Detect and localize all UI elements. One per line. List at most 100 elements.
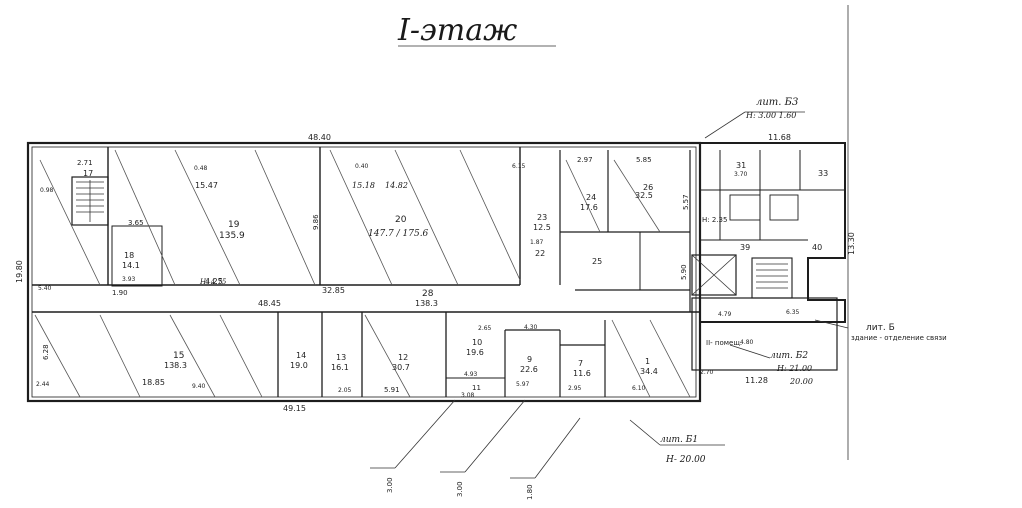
label-26: 6.35 xyxy=(786,309,800,316)
room-12-area: 30.7 xyxy=(392,363,410,372)
label-34: 3.70 xyxy=(734,171,748,178)
room-9-number: 9 xyxy=(527,355,532,364)
dim-right-block-top: 11.68 xyxy=(768,133,791,142)
label-19: 2.65 xyxy=(478,325,492,332)
label-8: 0.48 xyxy=(194,165,208,172)
room-18-number: 18 xyxy=(124,251,134,260)
room-40-number: 40 xyxy=(812,243,822,252)
label-17: 5.90 xyxy=(680,264,688,280)
label-15: 3.93 xyxy=(122,276,136,283)
label-4: 5.85 xyxy=(636,156,652,164)
annotation-lit-b1: лит. Б1 xyxy=(660,435,698,445)
room-17-number: 17 xyxy=(83,169,93,178)
room-20-number: 20 xyxy=(395,215,407,225)
dim-bottom-length: 49.15 xyxy=(283,404,306,413)
dim-stair-1: 3.00 xyxy=(386,477,394,493)
room-28-area: 138.3 xyxy=(415,299,438,308)
room-15-number: 15 xyxy=(173,351,184,361)
label-24: 2.70 xyxy=(700,369,714,376)
label-1: 15.18 xyxy=(352,181,375,190)
room-13-area: 16.1 xyxy=(331,363,349,372)
room-10-area: 19.6 xyxy=(466,348,484,357)
room-14-area: 19.0 xyxy=(290,361,308,370)
annotation-lit-b3-height: Н: 3.00 1.60 xyxy=(745,111,796,120)
room-9-area: 22.6 xyxy=(520,365,538,374)
annotations: лит. Б3 Н: 3.00 1.60 лит. Б здание - отд… xyxy=(199,97,947,465)
room-7-number: 7 xyxy=(578,359,583,368)
interior-walls xyxy=(32,147,845,397)
label-25: 4.79 xyxy=(718,311,732,318)
annotation-room3: Н: 2.35 xyxy=(702,216,727,224)
label-33: 4.93 xyxy=(464,371,478,378)
room-19-number: 19 xyxy=(228,220,240,230)
room-22-number: 22 xyxy=(535,249,545,258)
room-15-area: 138.3 xyxy=(164,361,187,370)
label-28: 6.28 xyxy=(42,344,50,360)
room-25-number: 25 xyxy=(592,257,602,266)
label-30: 9.40 xyxy=(192,383,206,390)
room-24-number: 24 xyxy=(586,193,596,202)
label-21: 2.95 xyxy=(568,385,582,392)
room-26-area: 32.5 xyxy=(635,191,653,200)
dim-right-block-bottom: 11.28 xyxy=(745,376,768,385)
room-11-number: 11 xyxy=(472,384,481,392)
label-32: 2.05 xyxy=(338,387,352,394)
room-1-area: 34.4 xyxy=(640,367,658,376)
label-2: 14.82 xyxy=(385,181,408,190)
plan-title: I-этаж xyxy=(397,13,517,48)
label-23: 6.10 xyxy=(632,385,646,392)
outer-walls xyxy=(26,141,846,403)
annotation-room2-height: Н: 4.75 xyxy=(199,278,227,286)
annotation-lit-b2: лит. Б2 xyxy=(770,351,808,361)
label-11: 6.15 xyxy=(512,163,526,170)
dim-right-width: 13.30 xyxy=(847,232,856,255)
room-1-number: 1 xyxy=(645,357,650,366)
label-0: 15.47 xyxy=(195,181,218,190)
label-13: 0.98 xyxy=(40,187,54,194)
room-12-number: 12 xyxy=(398,353,408,362)
dimension-labels: 48.40 49.15 19.80 13.30 32.85 11.68 11.2… xyxy=(15,133,856,500)
dim-top-length: 48.40 xyxy=(308,133,331,142)
room-labels: 17 19 135.9 18 14.1 20 147.7 / 175.6 22 … xyxy=(83,161,828,392)
annotation-lit-b3: лит. Б3 xyxy=(756,97,798,108)
label-20: 5.97 xyxy=(516,381,530,388)
room-23-area: 12.5 xyxy=(533,223,551,232)
stair-17 xyxy=(76,180,104,222)
room-33-number: 33 xyxy=(818,169,828,178)
stair-right xyxy=(756,263,788,289)
room-24-area: 17.6 xyxy=(580,203,598,212)
label-18: 4.30 xyxy=(524,324,538,331)
annotation-lit-b-note: здание - отделение связи xyxy=(851,334,947,342)
annotation-lit-b2-height2: 20.00 xyxy=(789,377,813,386)
label-7: 4.25 xyxy=(205,277,223,286)
dim-left-width: 19.80 xyxy=(15,260,24,283)
room-14-number: 14 xyxy=(296,351,306,360)
label-9: 5.40 xyxy=(38,285,52,292)
leader-lines xyxy=(370,111,849,479)
label-31: 5.91 xyxy=(384,386,400,394)
label-35: 4.80 xyxy=(740,339,754,346)
dim-stair-2: 3.00 xyxy=(456,481,464,497)
dim-stair-3: 1.80 xyxy=(526,484,534,500)
room-20-area: 147.7 / 175.6 xyxy=(368,229,429,239)
measurement-labels: 15.47 15.18 14.82 2.71 5.85 2.97 3.65 4.… xyxy=(36,156,800,399)
room-28-number: 28 xyxy=(422,289,434,299)
room-31-number: 31 xyxy=(736,161,746,170)
room-23-number: 23 xyxy=(537,213,547,222)
label-5: 2.97 xyxy=(577,156,593,164)
room-39-number: 39 xyxy=(740,243,750,252)
label-16: 5.57 xyxy=(682,194,690,210)
dim-mid-corridor: 32.85 xyxy=(322,286,345,295)
label-3: 2.71 xyxy=(77,159,93,167)
label-14: 1.87 xyxy=(530,239,544,246)
label-6: 3.65 xyxy=(128,219,144,227)
label-29: 18.85 xyxy=(142,378,165,387)
room-7-area: 11.6 xyxy=(573,369,591,378)
annotation-section2: II- помещ. xyxy=(706,339,742,347)
hatching xyxy=(34,149,691,398)
room-10-number: 10 xyxy=(472,338,482,347)
room-19-area: 135.9 xyxy=(219,231,245,241)
label-12: 9.86 xyxy=(312,214,320,230)
dim-corridor-left: 1.90 xyxy=(112,289,128,297)
